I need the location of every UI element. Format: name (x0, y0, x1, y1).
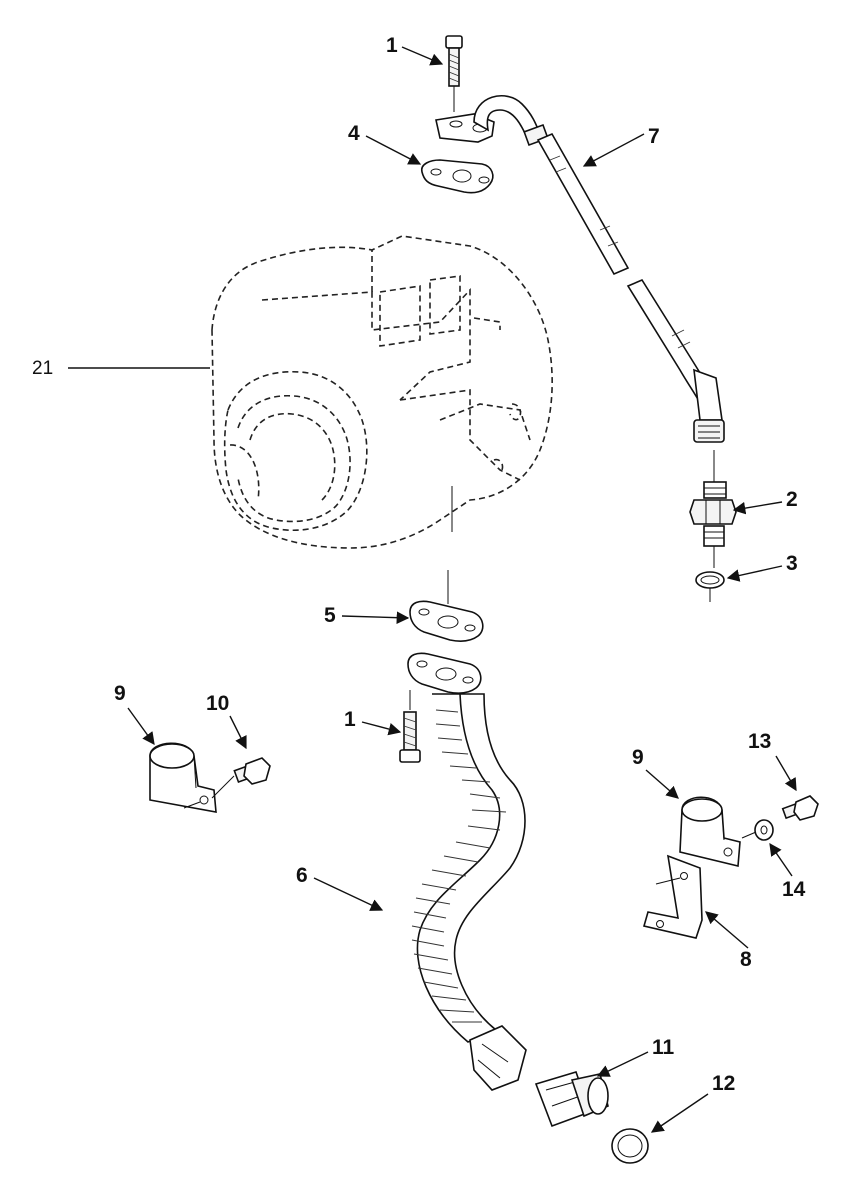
callout-14: 14 (769, 842, 806, 901)
svg-text:13: 13 (748, 730, 771, 753)
svg-text:5: 5 (324, 604, 336, 627)
mounting-bracket (642, 854, 703, 939)
callout-7: 7 (582, 125, 660, 167)
svg-text:2: 2 (786, 488, 798, 511)
svg-text:9: 9 (114, 682, 126, 705)
callout-4: 4 (348, 122, 422, 165)
svg-text:1: 1 (386, 34, 398, 57)
svg-text:11: 11 (652, 1036, 675, 1059)
bolt-top (445, 35, 463, 112)
callout-5: 5 (324, 604, 410, 627)
adapter-fitting (689, 450, 737, 568)
callout-1-top: 1 (386, 34, 444, 66)
svg-text:14: 14 (782, 878, 806, 901)
svg-text:4: 4 (348, 122, 360, 145)
callout-21: 21 (32, 358, 210, 379)
svg-text:7: 7 (648, 125, 660, 148)
svg-text:8: 8 (740, 948, 752, 971)
svg-text:21: 21 (32, 358, 53, 379)
washer-right (741, 819, 774, 841)
drain-connector (534, 1071, 609, 1128)
gasket-drain-upper (409, 600, 484, 642)
svg-text:12: 12 (712, 1072, 735, 1095)
svg-text:10: 10 (206, 692, 229, 715)
callout-6: 6 (296, 864, 384, 911)
svg-text:6: 6 (296, 864, 308, 887)
screw-right (781, 795, 819, 821)
callout-8: 8 (705, 911, 752, 971)
svg-text:3: 3 (786, 552, 798, 575)
callout-10: 10 (206, 692, 247, 750)
callout-2: 2 (732, 488, 798, 515)
callout-1-mid: 1 (344, 708, 402, 736)
callout-11: 11 (596, 1036, 675, 1077)
gasket-top (420, 159, 494, 194)
clamp-right (679, 796, 741, 867)
callout-13: 13 (748, 730, 797, 792)
clamp-left (149, 742, 235, 813)
oil-drain-hose (411, 693, 527, 1091)
callout-9-left: 9 (114, 682, 155, 746)
screw-left (233, 757, 271, 785)
callout-3: 3 (726, 552, 798, 582)
bolt-mid (399, 690, 421, 763)
callout-9-right: 9 (632, 746, 679, 799)
svg-text:1: 1 (344, 708, 356, 731)
callout-12: 12 (650, 1072, 735, 1133)
gasket-drain-lower (407, 652, 482, 694)
turbocharger-phantom (211, 235, 553, 549)
svg-text:9: 9 (632, 746, 644, 769)
o-ring-large (611, 1128, 649, 1164)
oil-supply-line (435, 95, 725, 443)
o-ring-small (695, 571, 725, 602)
